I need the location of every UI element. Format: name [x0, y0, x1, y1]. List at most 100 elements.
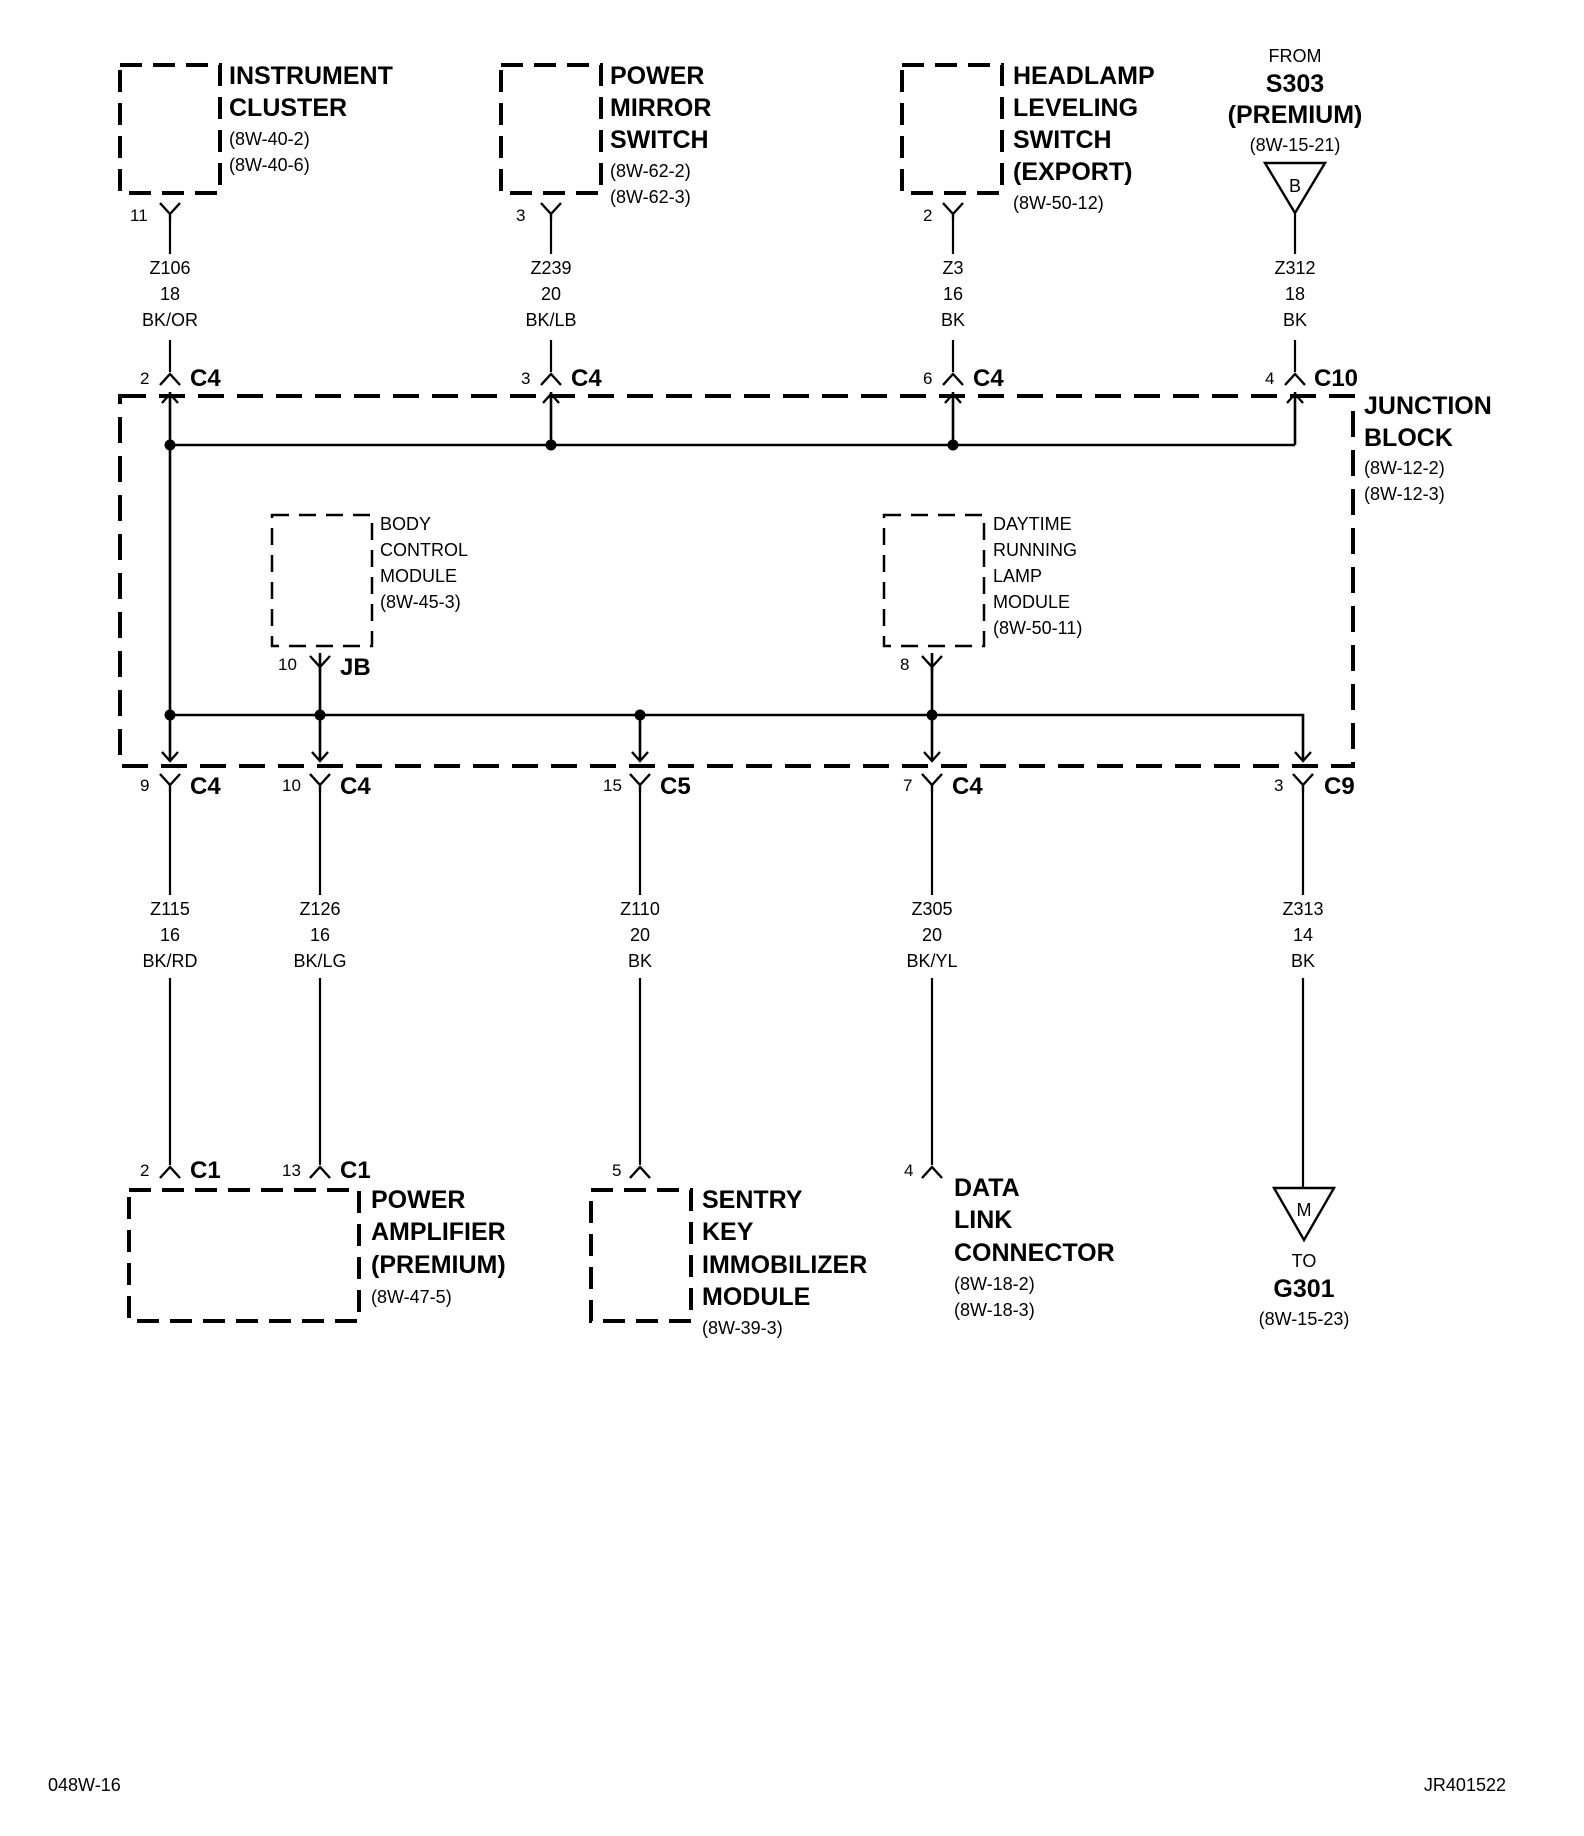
data-link-connector-name-2: LINK — [954, 1206, 1012, 1234]
wire-gauge-label: 20 — [922, 925, 942, 945]
jb-top-connectors: 2 C4 3 C4 6 C4 4 C10 — [140, 365, 1358, 392]
connector-terminal — [921, 1165, 943, 1179]
connector-pin: 2 — [140, 1161, 149, 1180]
connector-id: C5 — [660, 773, 691, 800]
splice-dot — [164, 709, 176, 721]
connector-terminal — [309, 773, 331, 792]
connector-id: C9 — [1324, 773, 1355, 800]
connector-id: C4 — [952, 773, 983, 800]
splice-dot — [634, 709, 646, 721]
connector-terminal — [921, 773, 943, 792]
sentry-key-immobilizer-box — [589, 1188, 693, 1323]
skim-name-1: SENTRY — [702, 1186, 803, 1214]
data-link-connector-name-1: DATA — [954, 1174, 1020, 1202]
instrument-cluster-ref-2: (8W-40-6) — [229, 155, 310, 175]
to-g301-ref: (8W-15-23) — [1259, 1309, 1350, 1329]
instrument-cluster-name-2: CLUSTER — [229, 94, 347, 122]
wire-circuit-label: Z313 — [1282, 899, 1323, 919]
connector-terminal — [159, 1165, 181, 1179]
connector-id: C4 — [190, 365, 221, 392]
data-link-connector: 4 DATA LINK CONNECTOR (8W-18-2) (8W-18-3… — [904, 1161, 1115, 1320]
junction-block-name-1: JUNCTION — [1364, 392, 1492, 420]
data-link-connector-ref-1: (8W-18-2) — [954, 1274, 1035, 1294]
to-g301: M TO G301 (8W-15-23) — [1259, 1186, 1350, 1329]
wire-color-label: BK — [941, 310, 965, 330]
connector-pin: 13 — [282, 1161, 301, 1180]
body-control-module-pin: 10 — [278, 655, 297, 674]
wire-color-label: BK — [1283, 310, 1307, 330]
connector-terminal — [540, 372, 562, 386]
from-s303-label-2: S303 — [1266, 70, 1324, 98]
instrument-cluster: INSTRUMENT CLUSTER (8W-40-2) (8W-40-6) 1… — [118, 62, 393, 225]
splice-dot — [926, 709, 938, 721]
junction-block: JUNCTION BLOCK (8W-12-2) (8W-12-3) — [118, 392, 1492, 768]
power-mirror-switch-ref-1: (8W-62-2) — [610, 161, 691, 181]
drl-module-ref: (8W-50-11) — [993, 618, 1082, 638]
connector-pin: 3 — [521, 369, 530, 388]
daytime-running-lamp-module: DAYTIME RUNNING LAMP MODULE (8W-50-11) 8 — [882, 513, 1082, 674]
headlamp-leveling-switch-name-3: SWITCH — [1013, 126, 1112, 154]
connector-pin: 5 — [612, 1161, 621, 1180]
instrument-cluster-terminal — [159, 202, 181, 220]
jb-arrowhead — [311, 751, 329, 763]
data-link-connector-name-3: CONNECTOR — [954, 1239, 1115, 1267]
wire-circuit-label: Z305 — [911, 899, 952, 919]
connector-pin: 9 — [140, 776, 149, 795]
wire-color-label: BK — [1291, 951, 1315, 971]
junction-block-ref-1: (8W-12-2) — [1364, 458, 1445, 478]
ground-triangle-m — [1271, 1186, 1337, 1243]
wire-gauge-label: 14 — [1293, 925, 1313, 945]
drl-module-name-1: DAYTIME — [993, 514, 1072, 534]
headlamp-leveling-switch-name-1: HEADLAMP — [1013, 62, 1155, 90]
to-g301-label-1: TO — [1292, 1251, 1317, 1271]
drl-module-name-3: LAMP — [993, 566, 1042, 586]
footer-figure-code: JR401522 — [1424, 1775, 1506, 1795]
jb-lower-bus — [170, 713, 1305, 760]
connector-terminal — [1284, 372, 1306, 386]
power-mirror-switch-box — [499, 63, 603, 195]
jb-arrowhead — [631, 751, 649, 763]
body-control-module-box — [270, 513, 374, 648]
body-control-module-ref: (8W-45-3) — [380, 592, 461, 612]
connector-pin: 15 — [603, 776, 622, 795]
skim-name-2: KEY — [702, 1218, 754, 1246]
drl-module-name-2: RUNNING — [993, 540, 1077, 560]
connector-pin: 7 — [903, 776, 912, 795]
jb-arrowhead — [1286, 392, 1304, 404]
from-s303-label-1: FROM — [1269, 46, 1322, 66]
wire-gauge-label: 16 — [160, 925, 180, 945]
connector-id: C1 — [190, 1157, 221, 1184]
connector-id: C4 — [340, 773, 371, 800]
body-control-module-name-3: MODULE — [380, 566, 457, 586]
drl-module-name-4: MODULE — [993, 592, 1070, 612]
body-control-module-name-2: CONTROL — [380, 540, 468, 560]
wire-circuit-label: Z115 — [150, 899, 190, 919]
bottom-wires — [168, 792, 1305, 1188]
wire-color-label: BK/YL — [906, 951, 957, 971]
power-mirror-switch-name-2: MIRROR — [610, 94, 711, 122]
jb-arrowhead — [923, 751, 941, 763]
headlamp-leveling-switch-terminal — [942, 202, 964, 220]
power-amplifier: 2 C1 13 C1 POWER AMPLIFIER (PREMIUM) (8W… — [127, 1157, 506, 1323]
splice-dot — [947, 439, 959, 451]
skim-name-4: MODULE — [702, 1283, 810, 1311]
daytime-running-lamp-module-box — [882, 513, 986, 648]
drl-module-pin: 8 — [900, 655, 909, 674]
body-control-module: BODY CONTROL MODULE (8W-45-3) 10 JB — [270, 513, 468, 681]
junction-block-box — [118, 394, 1355, 768]
connector-id: C1 — [340, 1157, 371, 1184]
splice-letter-b: B — [1289, 176, 1301, 196]
drl-module-terminal — [921, 655, 943, 673]
wire-circuit-label: Z312 — [1274, 258, 1315, 278]
connector-pin: 4 — [1265, 369, 1274, 388]
jb-arrowhead — [161, 392, 179, 404]
connector-pin: 6 — [923, 369, 932, 388]
data-link-connector-ref-2: (8W-18-3) — [954, 1300, 1035, 1320]
connector-id: C4 — [973, 365, 1004, 392]
wire-gauge-label: 20 — [541, 284, 561, 304]
splice-dot — [545, 439, 557, 451]
skim-name-3: IMMOBILIZER — [702, 1251, 867, 1279]
wire-gauge-label: 18 — [160, 284, 180, 304]
splice-dot — [314, 709, 326, 721]
